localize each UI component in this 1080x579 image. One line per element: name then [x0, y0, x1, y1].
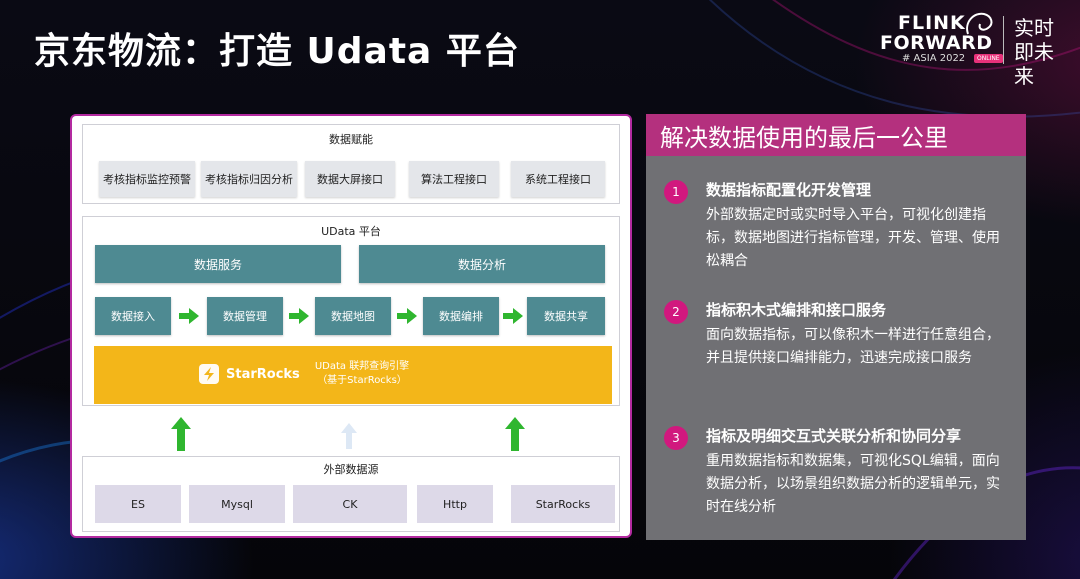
source-item: Mysql: [189, 485, 285, 523]
empower-item: 算法工程接口: [409, 161, 499, 197]
panel-header: 解决数据使用的最后一公里: [646, 114, 1026, 156]
item-number-badge: 1: [664, 180, 688, 204]
flow-step: 数据地图: [315, 297, 391, 335]
item-number-badge: 3: [664, 426, 688, 450]
section-sources: 外部数据源 ES Mysql CK Http StarRocks: [82, 456, 620, 532]
logo-line3: # ASIA 2022: [902, 53, 966, 64]
federated-query-engine: StarRocks UData 联邦查询引擎 （基于StarRocks）: [94, 346, 612, 404]
starrocks-brand: StarRocks: [226, 366, 300, 382]
empower-item: 考核指标监控预警: [99, 161, 195, 197]
item-title: 指标积木式编排和接口服务: [706, 301, 887, 319]
item-desc: 重用数据指标和数据集，可视化SQL编辑，面向数据分析，以场景组织数据分析的逻辑单…: [706, 453, 1000, 515]
flow-step: 数据共享: [527, 297, 605, 335]
arrow-up-icon: [505, 417, 525, 451]
empower-item: 系统工程接口: [511, 161, 605, 197]
arrow-up-faint-icon: [341, 423, 357, 449]
starrocks-logo: StarRocks: [198, 363, 300, 385]
logo-divider: [1003, 16, 1004, 64]
starrocks-icon: [199, 364, 219, 384]
section-empower: 数据赋能 考核指标监控预警 考核指标归因分析 数据大屏接口 算法工程接口 系统工…: [82, 124, 620, 204]
arrow-up-icon: [171, 417, 191, 451]
platform-data-analysis: 数据分析: [359, 245, 605, 283]
empower-item: 考核指标归因分析: [201, 161, 297, 197]
item-title: 数据指标配置化开发管理: [706, 181, 872, 199]
logo-cn: 实时即未来: [1014, 16, 1054, 88]
squirrel-icon: [966, 12, 993, 35]
engine-label-line1: UData 联邦查询引擎: [314, 361, 410, 372]
source-item: Http: [417, 485, 493, 523]
arrow-right-icon: [179, 308, 199, 324]
section-sources-title: 外部数据源: [323, 463, 379, 476]
page-title: 京东物流：打造 Udata 平台: [34, 31, 520, 72]
source-item: ES: [95, 485, 181, 523]
logo-badge: ONLINE: [974, 54, 1003, 63]
item-desc: 外部数据定时或实时导入平台，可视化创建指标，数据地图进行指标管理，开发、管理、使…: [706, 207, 1000, 269]
empower-item: 数据大屏接口: [305, 161, 395, 197]
architecture-diagram: 数据赋能 考核指标监控预警 考核指标归因分析 数据大屏接口 算法工程接口 系统工…: [70, 114, 632, 538]
arrow-right-icon: [503, 308, 523, 324]
solution-panel: 1 数据指标配置化开发管理 外部数据定时或实时导入平台，可视化创建指标，数据地图…: [646, 156, 1026, 540]
flow-step: 数据编排: [423, 297, 499, 335]
section-platform-title: UData 平台: [321, 225, 381, 238]
flink-forward-logo: FLINK FORWARD # ASIA 2022 ONLINE 实时即未来: [876, 6, 1066, 88]
engine-label-line2: （基于StarRocks）: [317, 375, 407, 386]
flow-step: 数据接入: [95, 297, 171, 335]
logo-line2: FORWARD: [880, 32, 993, 54]
item-desc: 面向数据指标，可以像积木一样进行任意组合，并且提供接口编排能力，迅速完成接口服务: [706, 327, 1000, 366]
source-item: CK: [293, 485, 407, 523]
item-title: 指标及明细交互式关联分析和协同分享: [706, 427, 962, 445]
arrow-right-icon: [397, 308, 417, 324]
section-empower-title: 数据赋能: [329, 133, 373, 146]
flow-step: 数据管理: [207, 297, 283, 335]
item-number-badge: 2: [664, 300, 688, 324]
arrow-right-icon: [289, 308, 309, 324]
source-item: StarRocks: [511, 485, 615, 523]
logo-line1: FLINK: [898, 12, 966, 34]
engine-label: UData 联邦查询引擎 （基于StarRocks）: [302, 360, 422, 388]
platform-data-service: 数据服务: [95, 245, 341, 283]
